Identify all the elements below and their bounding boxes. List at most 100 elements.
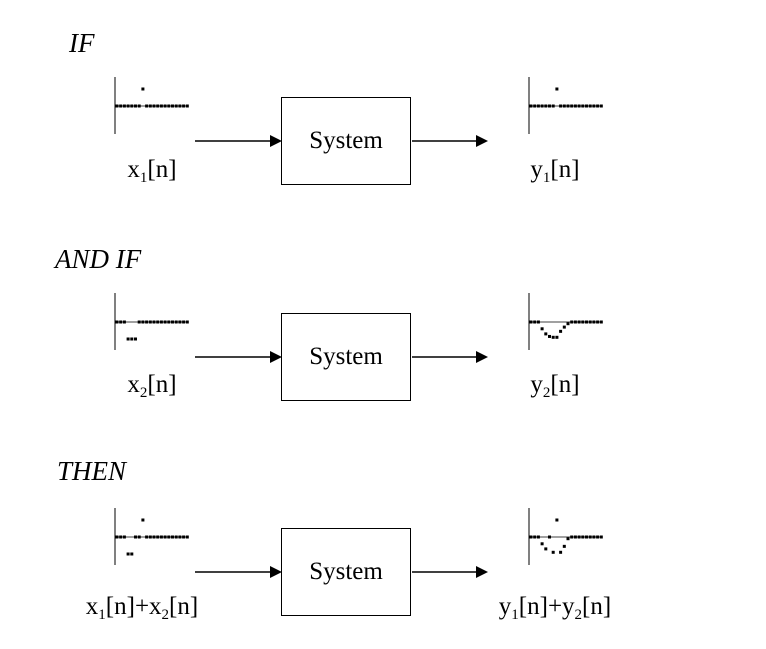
signal-sample-point [159,535,163,539]
signal-sample-point [141,518,145,522]
signal-sample-point [548,104,551,108]
signal-sample-point [167,104,171,108]
signal-sample-point [163,535,167,539]
signal-sample-point [185,104,189,108]
input-signal-plot-sum [114,508,189,565]
signal-sample-point [555,87,559,91]
condition-label-and-if: AND IF [55,244,142,274]
signal-sample-point [134,535,137,539]
input-label-x2: x2[n] [127,371,177,401]
signal-sample-point [137,535,141,539]
signal-sample-point [122,104,126,108]
signal-sample-point [126,337,130,341]
signal-sample-point [529,320,533,324]
signal-sample-point [536,104,540,108]
system-box: System [281,97,411,185]
signal-sample-point [559,550,563,554]
signal-sample-point [185,535,189,539]
signal-sample-point [577,535,581,539]
signal-sample-point [581,320,585,324]
signal-sample-point [159,104,163,108]
signal-sample-point [134,337,137,341]
signal-sample-point [555,518,559,522]
signal-sample-point [171,104,174,108]
signal-sample-point [592,104,596,108]
signal-sample-point [596,320,600,324]
signal-sample-point [130,552,134,556]
signal-sample-point [167,535,171,539]
signal-sample-point [122,320,126,324]
signal-sample-point [122,535,126,539]
signal-sample-point [548,535,551,539]
signal-sample-point [544,547,548,551]
signal-sample-point [182,320,186,324]
signal-sample-point [130,337,134,341]
signal-sample-point [536,320,540,324]
signal-sample-point [152,320,156,324]
signal-sample-point [119,320,123,324]
output-signal-plot-y2 [528,293,603,350]
system-box: System [281,528,411,616]
signal-sample-point [544,332,548,336]
signal-sample-point [551,104,555,108]
signal-sample-point [559,329,563,333]
input-signal-plot-x1 [114,77,189,134]
signal-sample-point [145,320,149,324]
signal-sample-point [163,104,167,108]
signal-sample-point [145,535,149,539]
signal-sample-point [148,535,152,539]
signal-sample-point [577,320,581,324]
signal-sample-point [562,544,566,548]
signal-sample-point [581,535,585,539]
signal-sample-point [585,535,588,539]
signal-sample-point [540,542,544,546]
signal-sample-point [156,320,160,324]
signal-sample-point [115,320,119,324]
signal-sample-point [599,535,603,539]
output-signal-plot-sum [528,508,603,565]
signal-sample-point [585,320,588,324]
system-label: System [309,558,383,585]
signal-sample-point [592,320,596,324]
signal-sample-point [119,535,123,539]
condition-label-then: THEN [57,456,127,486]
signal-sample-point [182,535,186,539]
signal-sample-point [182,104,186,108]
signal-sample-point [596,535,600,539]
signal-sample-point [544,104,548,108]
signal-sample-point [141,320,145,324]
signal-sample-point [159,320,163,324]
signal-sample-point [588,535,592,539]
signal-sample-point [115,104,119,108]
signal-sample-point [156,535,160,539]
signal-sample-point [536,535,540,539]
signal-sample-point [137,104,141,108]
signal-sample-point [126,552,130,556]
signal-sample-point [566,104,570,108]
output-label-sum: y1[n]+y2[n] [498,593,612,623]
signal-sample-point [178,104,182,108]
signal-sample-point [178,320,182,324]
signal-sample-point [152,535,156,539]
signal-sample-point [573,535,577,539]
signal-sample-point [540,327,544,331]
signal-sample-point [171,535,174,539]
signal-sample-point [115,535,119,539]
signal-sample-point [548,334,551,338]
signal-sample-point [156,104,160,108]
signal-sample-point [137,320,141,324]
signal-sample-point [559,104,563,108]
signal-sample-point [592,535,596,539]
signal-sample-point [573,320,577,324]
system-label: System [309,127,383,154]
output-label-y2: y2[n] [530,371,580,401]
signal-sample-point [130,104,134,108]
signal-sample-point [551,550,555,554]
signal-sample-point [566,537,570,541]
signal-sample-point [596,104,600,108]
signal-sample-point [126,104,130,108]
signal-sample-point [178,535,182,539]
output-signal-plot-y1 [528,77,603,134]
signal-sample-point [581,104,585,108]
